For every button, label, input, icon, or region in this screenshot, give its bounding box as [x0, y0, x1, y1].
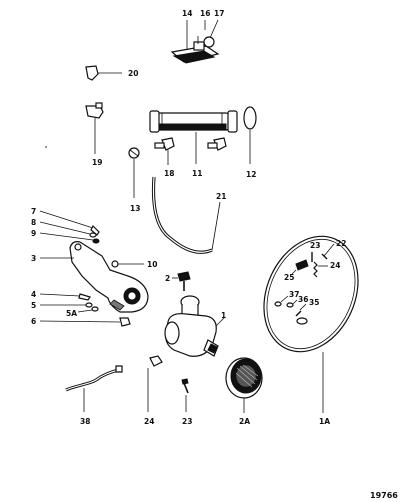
- callout-16: 16: [200, 9, 210, 18]
- callout-36: 36: [298, 295, 308, 304]
- callout-13: 13: [130, 204, 140, 213]
- callout-10: 10: [147, 260, 157, 269]
- mounting-plate-3: [40, 241, 149, 313]
- heat-exchanger-11: [149, 110, 238, 164]
- callout-5a: 5A: [66, 309, 77, 318]
- callout-23-lower: 23: [182, 417, 192, 426]
- screw-4: [39, 293, 91, 301]
- callout-21: 21: [216, 192, 226, 201]
- elbow-fitting-19: [85, 102, 104, 154]
- pin-22: [321, 243, 335, 260]
- clamp-13: [128, 147, 140, 198]
- hose-21: [151, 176, 221, 254]
- callout-22: 22: [336, 239, 346, 248]
- callout-17: 17: [214, 9, 224, 18]
- washer-10: [111, 260, 144, 268]
- washer-8: [39, 221, 97, 238]
- lockwasher-5a: [77, 306, 99, 313]
- pump-housing-1: [164, 295, 225, 357]
- callout-1a: 1A: [319, 417, 330, 426]
- nut-6: [39, 317, 131, 327]
- callout-18: 18: [164, 169, 174, 178]
- hose-fitting-18: [154, 137, 175, 165]
- hose-clamp-12: [243, 106, 257, 164]
- stray-dot: [45, 146, 47, 148]
- link-25: [291, 259, 309, 275]
- pulley-2a: [225, 357, 263, 413]
- callout-12: 12: [246, 170, 256, 179]
- callout-6: 6: [31, 317, 36, 326]
- callout-19: 19: [92, 158, 102, 167]
- hose-fitting-18b: [207, 137, 227, 151]
- washer-5: [40, 302, 93, 308]
- callout-24-lower: 24: [144, 417, 154, 426]
- callout-24-upper: 24: [330, 261, 340, 270]
- callout-1: 1: [221, 311, 226, 320]
- callout-25: 25: [284, 273, 294, 282]
- callout-38: 38: [80, 417, 90, 426]
- callout-4: 4: [31, 290, 36, 299]
- bracket-assembly-14: [170, 19, 220, 64]
- washer-36: [286, 299, 298, 308]
- bolt-7: [39, 210, 100, 236]
- callout-2: 2: [165, 274, 170, 283]
- diagram-reference-number: 19766: [370, 491, 398, 500]
- bolt-2: [172, 271, 191, 291]
- callout-14: 14: [182, 9, 192, 18]
- callout-3: 3: [31, 254, 36, 263]
- callout-7: 7: [31, 207, 36, 216]
- spring-24: [313, 261, 328, 278]
- callout-23-upper: 23: [310, 241, 320, 250]
- callout-11: 11: [192, 169, 202, 178]
- callout-8: 8: [31, 218, 36, 227]
- callout-35: 35: [309, 298, 319, 307]
- nut-9: [39, 232, 100, 244]
- callout-2a: 2A: [239, 417, 250, 426]
- callout-9: 9: [31, 229, 36, 238]
- linkage-rod-38: [65, 365, 123, 412]
- fitting-20: [85, 65, 122, 81]
- callout-5: 5: [31, 301, 36, 310]
- screw-35: [295, 303, 308, 325]
- belt-cover-1a: [263, 235, 359, 413]
- nut-24: [147, 355, 163, 412]
- bolt-23: [181, 378, 189, 412]
- callout-37: 37: [289, 290, 299, 299]
- washer-37: [274, 295, 289, 307]
- callout-20: 20: [128, 69, 138, 78]
